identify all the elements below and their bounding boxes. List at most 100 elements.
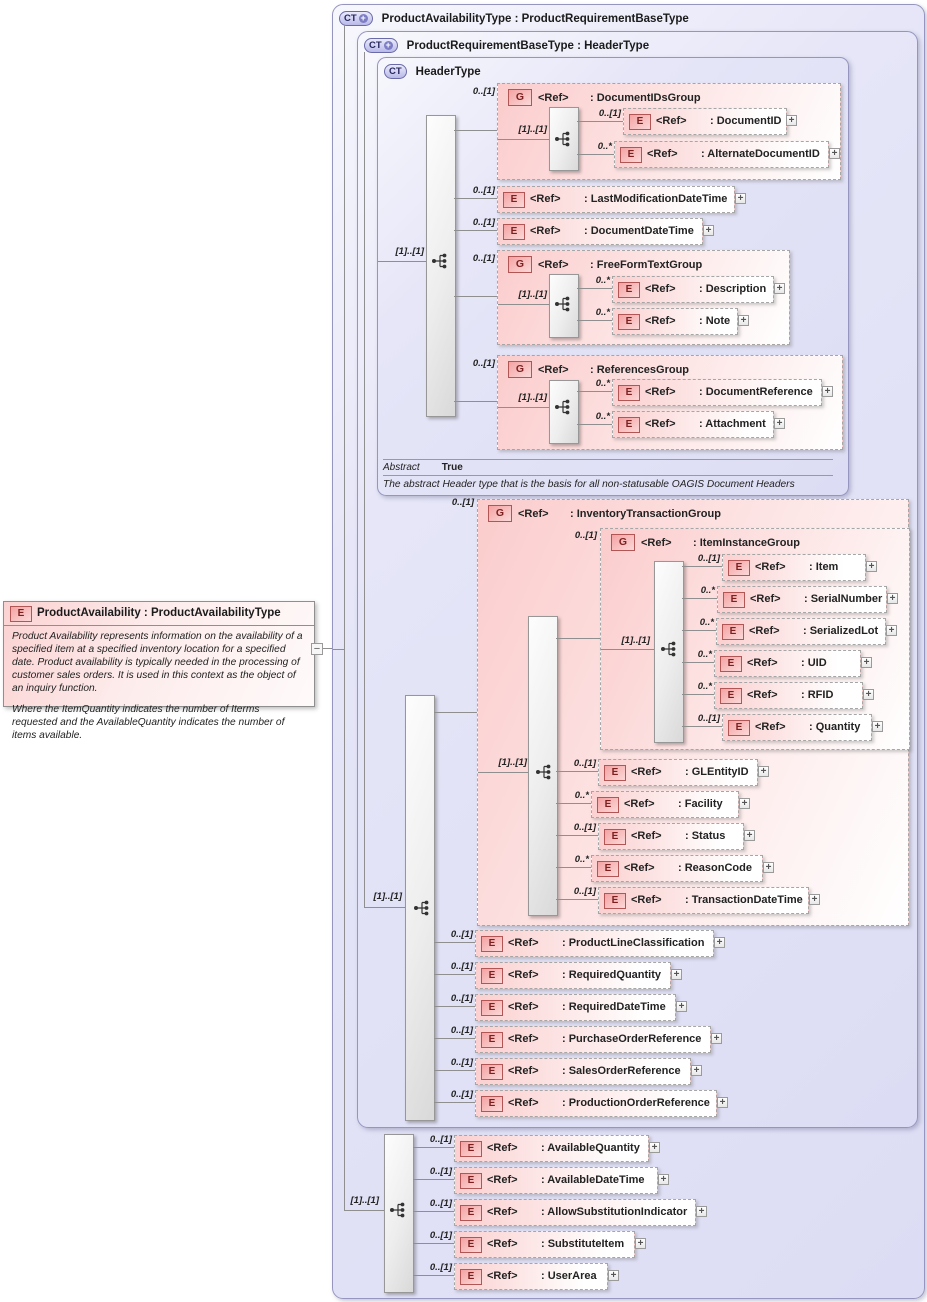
description-paragraph-1: Product Availability represents informat… bbox=[12, 631, 303, 694]
element-serializedlot[interactable]: E<Ref>: SerializedLot bbox=[716, 618, 886, 645]
root-element-title: ProductAvailability : ProductAvailabilit… bbox=[37, 607, 281, 619]
expand-button[interactable]: + bbox=[758, 766, 769, 777]
cardinality-label: 0..[1] bbox=[697, 713, 720, 724]
element-description[interactable]: E<Ref>: Description bbox=[612, 276, 774, 303]
expand-button[interactable]: + bbox=[714, 937, 725, 948]
element-purchaseorderreference[interactable]: E<Ref>: PurchaseOrderReference bbox=[475, 1026, 711, 1053]
connector-line bbox=[556, 835, 598, 836]
cardinality-label: 0..[1] bbox=[450, 1025, 473, 1036]
expand-button[interactable]: + bbox=[691, 1065, 702, 1076]
expand-button[interactable]: + bbox=[739, 798, 750, 809]
root-element-box[interactable]: E ProductAvailability : ProductAvailabil… bbox=[3, 601, 315, 741]
type-box-headertype[interactable]: CT HeaderType [1]..[1] 0..[1] G <Ref> bbox=[377, 57, 849, 496]
connector-line bbox=[682, 566, 722, 567]
expand-button[interactable]: + bbox=[872, 721, 883, 732]
cardinality-label: 0..[1] bbox=[573, 886, 596, 897]
cardinality-label: 0..[1] bbox=[450, 961, 473, 972]
group-freeformtextgroup[interactable]: G <Ref> : FreeFormTextGroup [1]..[1] 0..… bbox=[497, 250, 790, 345]
expand-button[interactable]: + bbox=[786, 115, 797, 126]
divider bbox=[383, 459, 833, 460]
expand-button[interactable]: + bbox=[763, 862, 774, 873]
expand-button[interactable]: + bbox=[711, 1033, 722, 1044]
element-allowsubstitutionindicator[interactable]: E<Ref>: AllowSubstitutionIndicator bbox=[454, 1199, 696, 1226]
expand-button[interactable]: + bbox=[744, 830, 755, 841]
element-note[interactable]: E<Ref>: Note bbox=[612, 308, 738, 335]
expand-button[interactable]: + bbox=[738, 315, 749, 326]
sequence-icon bbox=[555, 296, 570, 312]
expand-button[interactable]: + bbox=[676, 1001, 687, 1012]
element-salesorderreference[interactable]: E<Ref>: SalesOrderReference bbox=[475, 1058, 691, 1085]
element-requiredquantity[interactable]: E<Ref>: RequiredQuantity bbox=[475, 962, 671, 989]
element-item[interactable]: E<Ref>: Item bbox=[722, 554, 866, 581]
element-badge-icon: E bbox=[722, 624, 744, 640]
expand-button[interactable]: + bbox=[735, 193, 746, 204]
group-inventorytransactiongroup[interactable]: G <Ref> : InventoryTransactionGroup [1].… bbox=[477, 499, 910, 926]
element-productionorderreference[interactable]: E<Ref>: ProductionOrderReference bbox=[475, 1090, 717, 1117]
expand-button[interactable]: + bbox=[696, 1206, 707, 1217]
element-glentityid[interactable]: E<Ref>: GLEntityID bbox=[598, 759, 758, 786]
element-uid[interactable]: E<Ref>: UID bbox=[714, 650, 861, 677]
group-badge-icon: G bbox=[611, 534, 635, 551]
expand-button[interactable]: + bbox=[829, 148, 840, 159]
element-availabledatetime[interactable]: E<Ref>: AvailableDateTime bbox=[454, 1167, 658, 1194]
connector-line bbox=[682, 662, 714, 663]
sequence-connector[interactable] bbox=[384, 1134, 414, 1293]
expand-button[interactable]: + bbox=[608, 1270, 619, 1281]
collapse-toggle[interactable]: − bbox=[311, 643, 323, 655]
element-badge-icon: E bbox=[503, 224, 525, 240]
expand-button[interactable]: + bbox=[861, 657, 872, 668]
element-documentid[interactable]: E<Ref>: DocumentID bbox=[623, 108, 787, 135]
element-documentreference[interactable]: E<Ref>: DocumentReference bbox=[612, 379, 822, 406]
cardinality-label: [1]..[1] bbox=[350, 1195, 380, 1206]
expand-button[interactable]: + bbox=[635, 1238, 646, 1249]
element-name: : Facility bbox=[678, 798, 723, 810]
element-rfid[interactable]: E<Ref>: RFID bbox=[714, 682, 863, 709]
expand-button[interactable]: + bbox=[649, 1142, 660, 1153]
connector-line bbox=[434, 712, 477, 713]
element-requireddatetime[interactable]: E<Ref>: RequiredDateTime bbox=[475, 994, 676, 1021]
expand-button[interactable]: + bbox=[671, 969, 682, 980]
element-substituteitem[interactable]: E<Ref>: SubstituteItem bbox=[454, 1231, 635, 1258]
group-referencesgroup[interactable]: G <Ref> : ReferencesGroup [1]..[1] 0..* … bbox=[497, 355, 843, 450]
expand-button[interactable]: + bbox=[717, 1097, 728, 1108]
ref-label: <Ref> bbox=[508, 1097, 539, 1109]
element-name: : SerialNumber bbox=[804, 593, 883, 605]
expand-button[interactable]: + bbox=[863, 689, 874, 700]
cardinality-label: 0..[1] bbox=[574, 530, 597, 541]
group-iteminstancegroup[interactable]: G <Ref> : ItemInstanceGroup [1]..[1] 0..… bbox=[600, 528, 910, 750]
element-serialnumber[interactable]: E<Ref>: SerialNumber bbox=[717, 586, 887, 613]
derived-plus-icon: + bbox=[358, 13, 368, 23]
type-box-productavailabilitytype[interactable]: CT+ ProductAvailabilityType : ProductReq… bbox=[332, 4, 925, 1299]
type-box-productrequirementbasetype[interactable]: CT+ ProductRequirementBaseType : HeaderT… bbox=[357, 31, 918, 1128]
connector-line bbox=[413, 1147, 454, 1148]
expand-button[interactable]: + bbox=[703, 225, 714, 236]
sequence-connector[interactable] bbox=[405, 695, 435, 1121]
expand-button[interactable]: + bbox=[822, 386, 833, 397]
element-availablequantity[interactable]: E<Ref>: AvailableQuantity bbox=[454, 1135, 649, 1162]
element-alternatedocumentid[interactable]: E<Ref>: AlternateDocumentID bbox=[614, 141, 829, 168]
element-documentdatetime[interactable]: E<Ref>: DocumentDateTime bbox=[497, 218, 703, 245]
expand-button[interactable]: + bbox=[774, 283, 785, 294]
expand-button[interactable]: + bbox=[886, 625, 897, 636]
cardinality-label: [1]..[1] bbox=[395, 246, 425, 257]
expand-button[interactable]: + bbox=[774, 418, 785, 429]
element-quantity[interactable]: E<Ref>: Quantity bbox=[722, 714, 872, 741]
element-userarea[interactable]: E<Ref>: UserArea bbox=[454, 1263, 608, 1290]
element-transactiondatetime[interactable]: E<Ref>: TransactionDateTime bbox=[598, 887, 809, 914]
sequence-connector[interactable] bbox=[549, 274, 579, 338]
expand-button[interactable]: + bbox=[887, 593, 898, 604]
group-name: : FreeFormTextGroup bbox=[590, 258, 703, 271]
element-facility[interactable]: E<Ref>: Facility bbox=[591, 791, 739, 818]
element-lastmodificationdatetime[interactable]: E<Ref>: LastModificationDateTime bbox=[497, 186, 735, 213]
sequence-connector[interactable] bbox=[528, 616, 558, 916]
expand-button[interactable]: + bbox=[658, 1174, 669, 1185]
cardinality-label: 0..[1] bbox=[450, 1089, 473, 1100]
group-documentidsgroup[interactable]: G <Ref> : DocumentIDsGroup [1]..[1] 0..[… bbox=[497, 83, 841, 180]
expand-button[interactable]: + bbox=[809, 894, 820, 905]
element-reasoncode[interactable]: E<Ref>: ReasonCode bbox=[591, 855, 763, 882]
element-attachment[interactable]: E<Ref>: Attachment bbox=[612, 411, 774, 438]
element-productlineclassification[interactable]: E<Ref>: ProductLineClassification bbox=[475, 930, 714, 957]
expand-button[interactable]: + bbox=[866, 561, 877, 572]
element-status[interactable]: E<Ref>: Status bbox=[598, 823, 744, 850]
group-badge-icon: G bbox=[508, 361, 532, 378]
